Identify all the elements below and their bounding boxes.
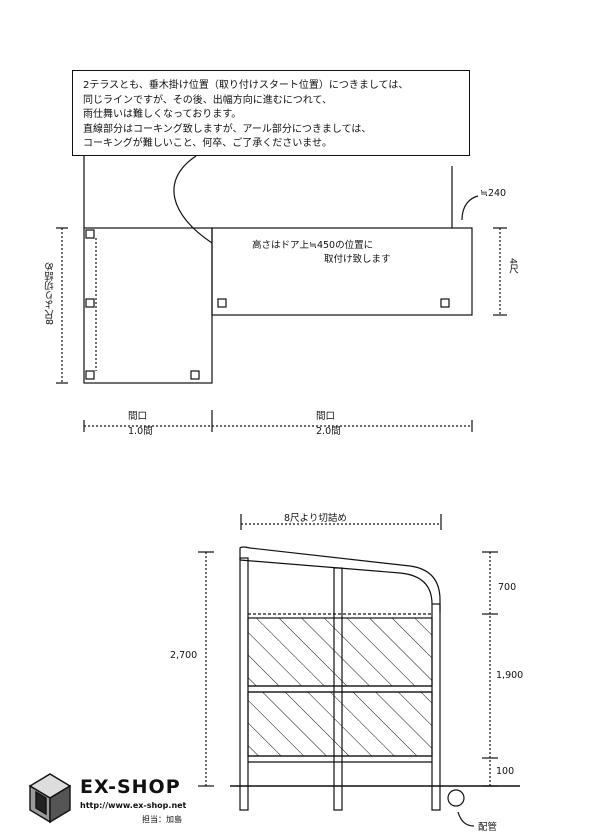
post-middle	[333, 567, 343, 811]
post-right	[431, 603, 441, 811]
brand-name: EX-SHOP	[80, 776, 181, 798]
roof-note-line1: 高さはドア上≒450の位置に	[252, 240, 374, 251]
post	[190, 370, 200, 380]
terrace-right	[211, 227, 473, 316]
note-line: 2テラスとも、垂木掛け位置（取り付けスタート位置）につきましては、	[83, 80, 409, 91]
width-left-top: 間口	[128, 411, 148, 422]
note-line: 同じラインですが、その後、出幅方向に進むにつれて、	[83, 94, 332, 106]
post	[85, 229, 95, 239]
elev-dim-700: 700	[498, 582, 517, 593]
brand-url: http://www.ex-shop.net	[80, 801, 187, 810]
panel-lower	[247, 691, 433, 757]
note-line: 雨仕舞いは難しくなっております。	[83, 109, 242, 120]
staff-label: 担当：加島	[142, 815, 182, 824]
elevation-view	[198, 514, 520, 827]
ex-shop-logo	[28, 773, 72, 824]
roof-profile	[239, 546, 441, 612]
note-line: コーキングが難しいこと、何卒、ご了承くださいませ。	[83, 138, 332, 149]
width-left-bottom: 1.0間	[128, 426, 153, 437]
post	[217, 298, 227, 308]
leader-240	[461, 195, 479, 221]
note-line: 直線部分はコーキング致しますが、アール部分につきましては、	[83, 123, 372, 135]
elev-dim-top: 8尺より切詰め	[284, 513, 347, 524]
note-leader-arc	[173, 155, 213, 244]
roof-note-line2: 取付け致します	[324, 254, 391, 265]
dim-4shaku-label: 4尺	[507, 258, 518, 274]
panel-upper	[247, 617, 433, 687]
post-left	[239, 557, 249, 811]
dim-240-label: ≒240	[480, 188, 507, 199]
elev-dim-total: 2,700	[170, 650, 198, 661]
post	[85, 370, 95, 380]
terrace-left	[83, 227, 213, 384]
elev-dim-100: 100	[496, 766, 515, 777]
dim-left-vertical-label: 8尺より切詰め	[45, 262, 56, 326]
post	[440, 298, 450, 308]
plan-view	[56, 155, 507, 432]
width-right-bottom: 2.0間	[316, 426, 341, 437]
elev-dim-1900: 1,900	[496, 670, 524, 681]
pipe	[447, 789, 465, 807]
pipe-label: 配管	[478, 822, 498, 833]
pipe-leader	[457, 811, 475, 827]
post	[85, 298, 95, 308]
width-right-top: 間口	[316, 411, 336, 422]
note-box: 2テラスとも、垂木掛け位置（取り付けスタート位置）につきましては、 同じラインで…	[72, 70, 470, 156]
